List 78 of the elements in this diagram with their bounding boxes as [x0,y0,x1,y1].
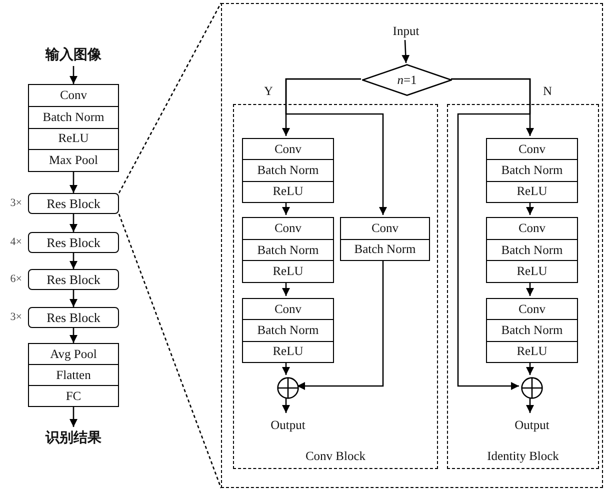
flow-label: Output [502,415,562,435]
arrow [526,361,534,375]
zoom-line [118,214,222,488]
arrow [282,361,290,375]
arrow [282,201,290,215]
layer-row: ReLU [487,260,577,282]
layer-row: Batch Norm [487,238,577,260]
flow-label: 识别结果 [28,427,119,449]
arrow [70,253,78,269]
layer-stack [486,217,578,283]
arrow [70,290,78,307]
sum-circle [277,377,299,399]
zoom-panel [221,3,603,488]
layer-row: ReLU [243,180,333,202]
repeat-count: 3× [10,196,22,208]
decision-diamond: n=1 [362,64,452,96]
layer-stack [28,84,119,172]
arrow [70,66,78,84]
layer-row-text: Conv [273,300,303,318]
layer-row-text: Conv [517,300,547,318]
layer-row: Batch Norm [341,238,429,260]
arrow [282,281,290,296]
arrow [285,78,387,215]
layer-row: ReLU [243,340,333,362]
arrow [526,281,534,296]
layer-row: ReLU [487,340,577,362]
layer-row: Batch Norm [243,238,333,260]
arrow [526,201,534,215]
layer-row-text: Conv [370,220,400,237]
layer-row-text: Conv [273,220,303,237]
layer-stack [340,217,430,261]
flow-label: 输入图像 [28,44,119,66]
layer-stack [486,138,578,203]
layer-row-text: Avg Pool [49,346,98,363]
arrow [526,397,534,413]
flow-label: Input [381,21,431,41]
arrow [70,407,78,427]
panel-caption: Identity Block [486,449,560,464]
sum-circle [521,377,543,399]
layer-row-text: Conv [517,220,547,237]
repeat-count: 6× [10,272,22,284]
res-block-box: Res Block [28,232,119,253]
layer-row: Batch Norm [243,159,333,181]
arrow [451,78,531,390]
layer-row: ReLU [487,180,577,202]
arrow [70,172,78,193]
arrow [282,397,290,413]
repeat-count: 4× [10,236,22,248]
block-panel [233,104,438,469]
zoom-line [118,2,222,194]
layer-stack [486,298,578,363]
arrow [70,214,78,232]
layer-row: Batch Norm [243,319,333,341]
layer-stack [242,298,334,363]
layer-row: Batch Norm [29,106,118,128]
layer-row: ReLU [243,260,333,282]
layer-row: Batch Norm [487,159,577,181]
layer-stack [242,138,334,203]
arrow [402,40,410,64]
layer-row: Flatten [29,364,118,385]
res-block-box: Res Block [28,193,119,214]
arrow [297,259,384,390]
res-block-box: Res Block [28,269,119,290]
layer-row-text: Conv [58,86,88,104]
res-block-box: Res Block [28,307,119,328]
repeat-count: 3× [10,310,22,322]
layer-stack [28,343,119,407]
layer-row: Max Pool [29,149,118,171]
layer-row: Batch Norm [487,319,577,341]
panel-caption: Conv Block [304,449,367,464]
layer-row: FC [29,385,118,406]
layer-row-text: Conv [517,140,547,158]
block-panel [447,104,599,469]
arrow [70,328,78,343]
layer-row: ReLU [29,128,118,150]
flow-label: Output [258,415,318,435]
layer-stack [242,217,334,283]
layer-row-text: Conv [273,140,303,158]
